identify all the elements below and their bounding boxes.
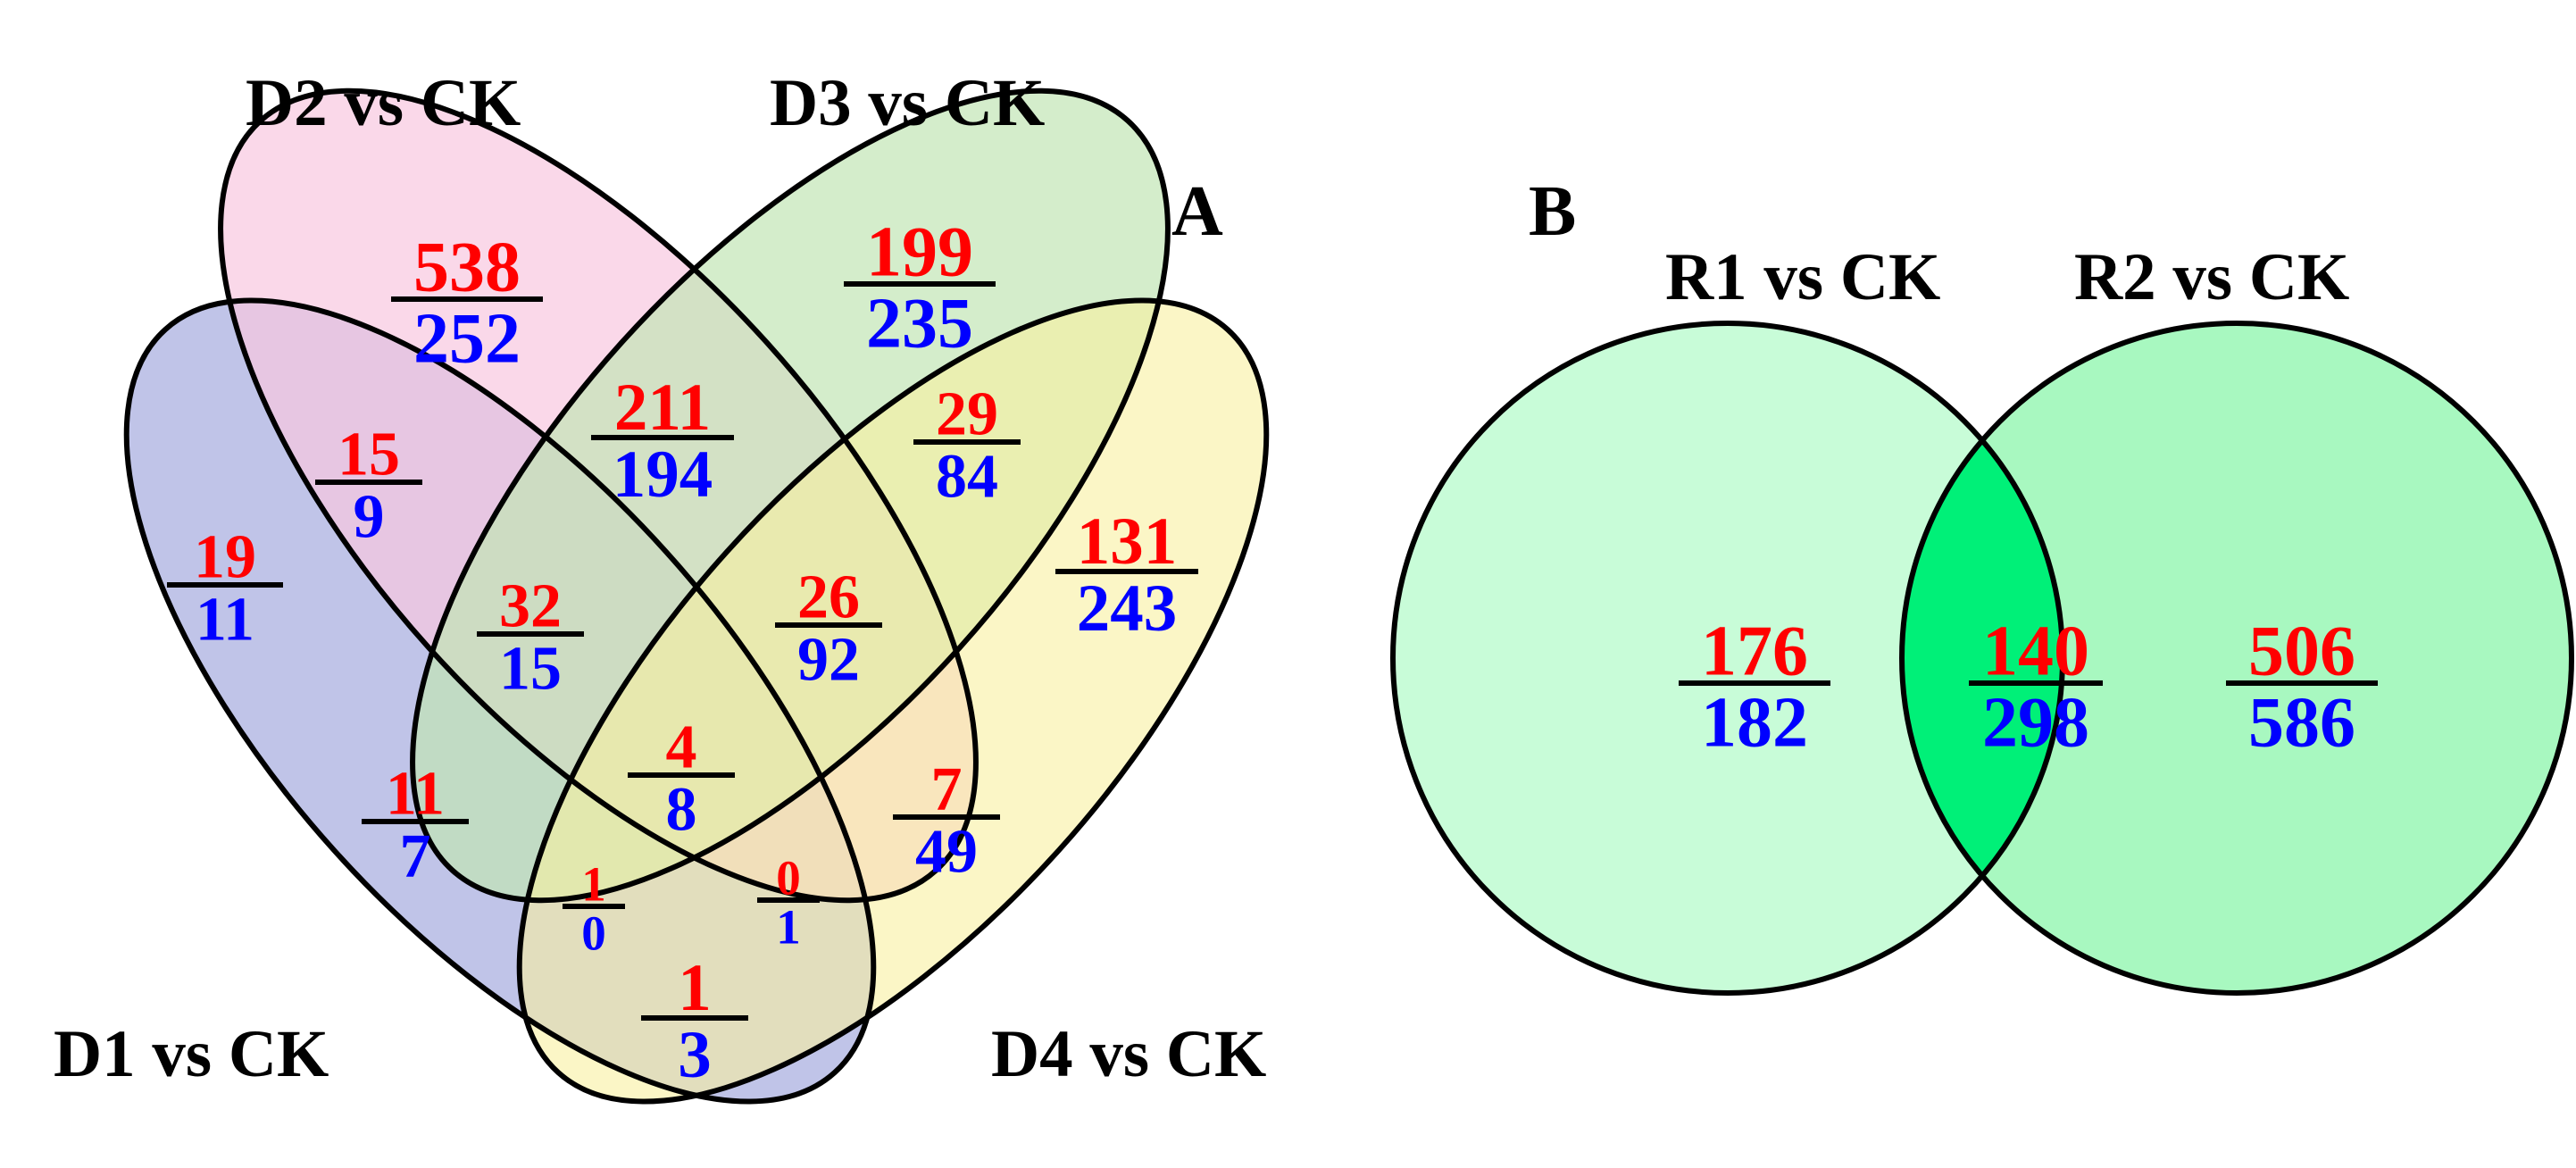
region-down-count: 92 [797, 626, 860, 695]
region-down-count: 586 [2248, 683, 2355, 762]
region-up-count: 199 [866, 213, 973, 291]
region-up-count: 0 [776, 850, 801, 905]
region-up-count: 15 [338, 421, 400, 489]
region-down-count: 1 [776, 899, 801, 954]
region-counts: 5382521992351911131243159211194298432152… [167, 213, 2378, 1092]
set-r2-label: R2 vs CK [2074, 240, 2349, 314]
region-count: 749 [893, 755, 1000, 887]
set-d3-label: D3 vs CK [770, 66, 1045, 140]
region-down-count: 194 [613, 438, 713, 512]
region-up-count: 26 [797, 563, 860, 632]
region-count: 48 [628, 713, 735, 845]
set-r1-label: R1 vs CK [1665, 240, 1940, 314]
panel-b-letter: B [1529, 172, 1576, 251]
set-r1-outline [1390, 321, 2065, 996]
region-down-count: 49 [915, 818, 978, 887]
region-up-count: 176 [1701, 612, 1808, 690]
region-down-count: 298 [1982, 683, 2089, 762]
region-count: 159 [315, 421, 422, 552]
set-d4-ellipse [519, 300, 1267, 1102]
set-d2-label: D2 vs CK [246, 66, 521, 140]
region-down-count: 235 [866, 284, 973, 363]
region-up-count: 4 [666, 713, 697, 782]
region-up-count: 506 [2248, 612, 2355, 690]
region-up-count: 538 [413, 228, 521, 306]
set-d1-label: D1 vs CK [54, 1017, 329, 1091]
region-count: 01 [757, 850, 820, 954]
region-down-count: 8 [666, 776, 697, 845]
set-r2-circle [1902, 323, 2572, 993]
region-up-count: 211 [614, 371, 711, 445]
region-down-count: 15 [499, 635, 562, 704]
region-up-count: 7 [931, 755, 963, 824]
set-r2-outline [1899, 321, 2574, 996]
region-down-count: 84 [936, 443, 998, 512]
region-count: 13 [641, 951, 748, 1092]
set-r1-circle [1393, 323, 2063, 993]
region-down-count: 0 [581, 905, 606, 960]
region-up-count: 131 [1077, 505, 1178, 579]
region-down-count: 3 [678, 1018, 712, 1092]
region-count: 10 [563, 856, 625, 960]
region-down-count: 11 [196, 586, 254, 655]
region-up-count: 1 [678, 951, 712, 1025]
region-down-count: 252 [413, 299, 521, 378]
panel-a-fills [126, 90, 1267, 1102]
region-down-count: 182 [1701, 683, 1808, 762]
region-down-count: 7 [400, 822, 431, 891]
region-up-count: 1 [581, 856, 606, 911]
region-up-count: 140 [1982, 612, 2089, 690]
set-d1-outline [123, 297, 877, 1105]
set-d4-label: D4 vs CK [991, 1017, 1266, 1091]
set-d4-outline [516, 297, 1270, 1105]
region-up-count: 29 [936, 380, 998, 449]
region-up-count: 19 [194, 523, 256, 592]
region-down-count: 9 [354, 483, 385, 552]
set-d2-outline [218, 88, 979, 904]
panel-a-outlines [123, 88, 1270, 1105]
panel-b-fills [1393, 323, 2572, 993]
region-up-count: 11 [386, 760, 445, 829]
panel-b-outlines [1390, 321, 2574, 996]
region-up-count: 32 [499, 572, 562, 641]
region-down-count: 243 [1077, 571, 1178, 646]
panel-a-letter: A [1171, 172, 1223, 251]
set-d3-outline [410, 88, 1171, 904]
region-count: 117 [362, 760, 469, 891]
